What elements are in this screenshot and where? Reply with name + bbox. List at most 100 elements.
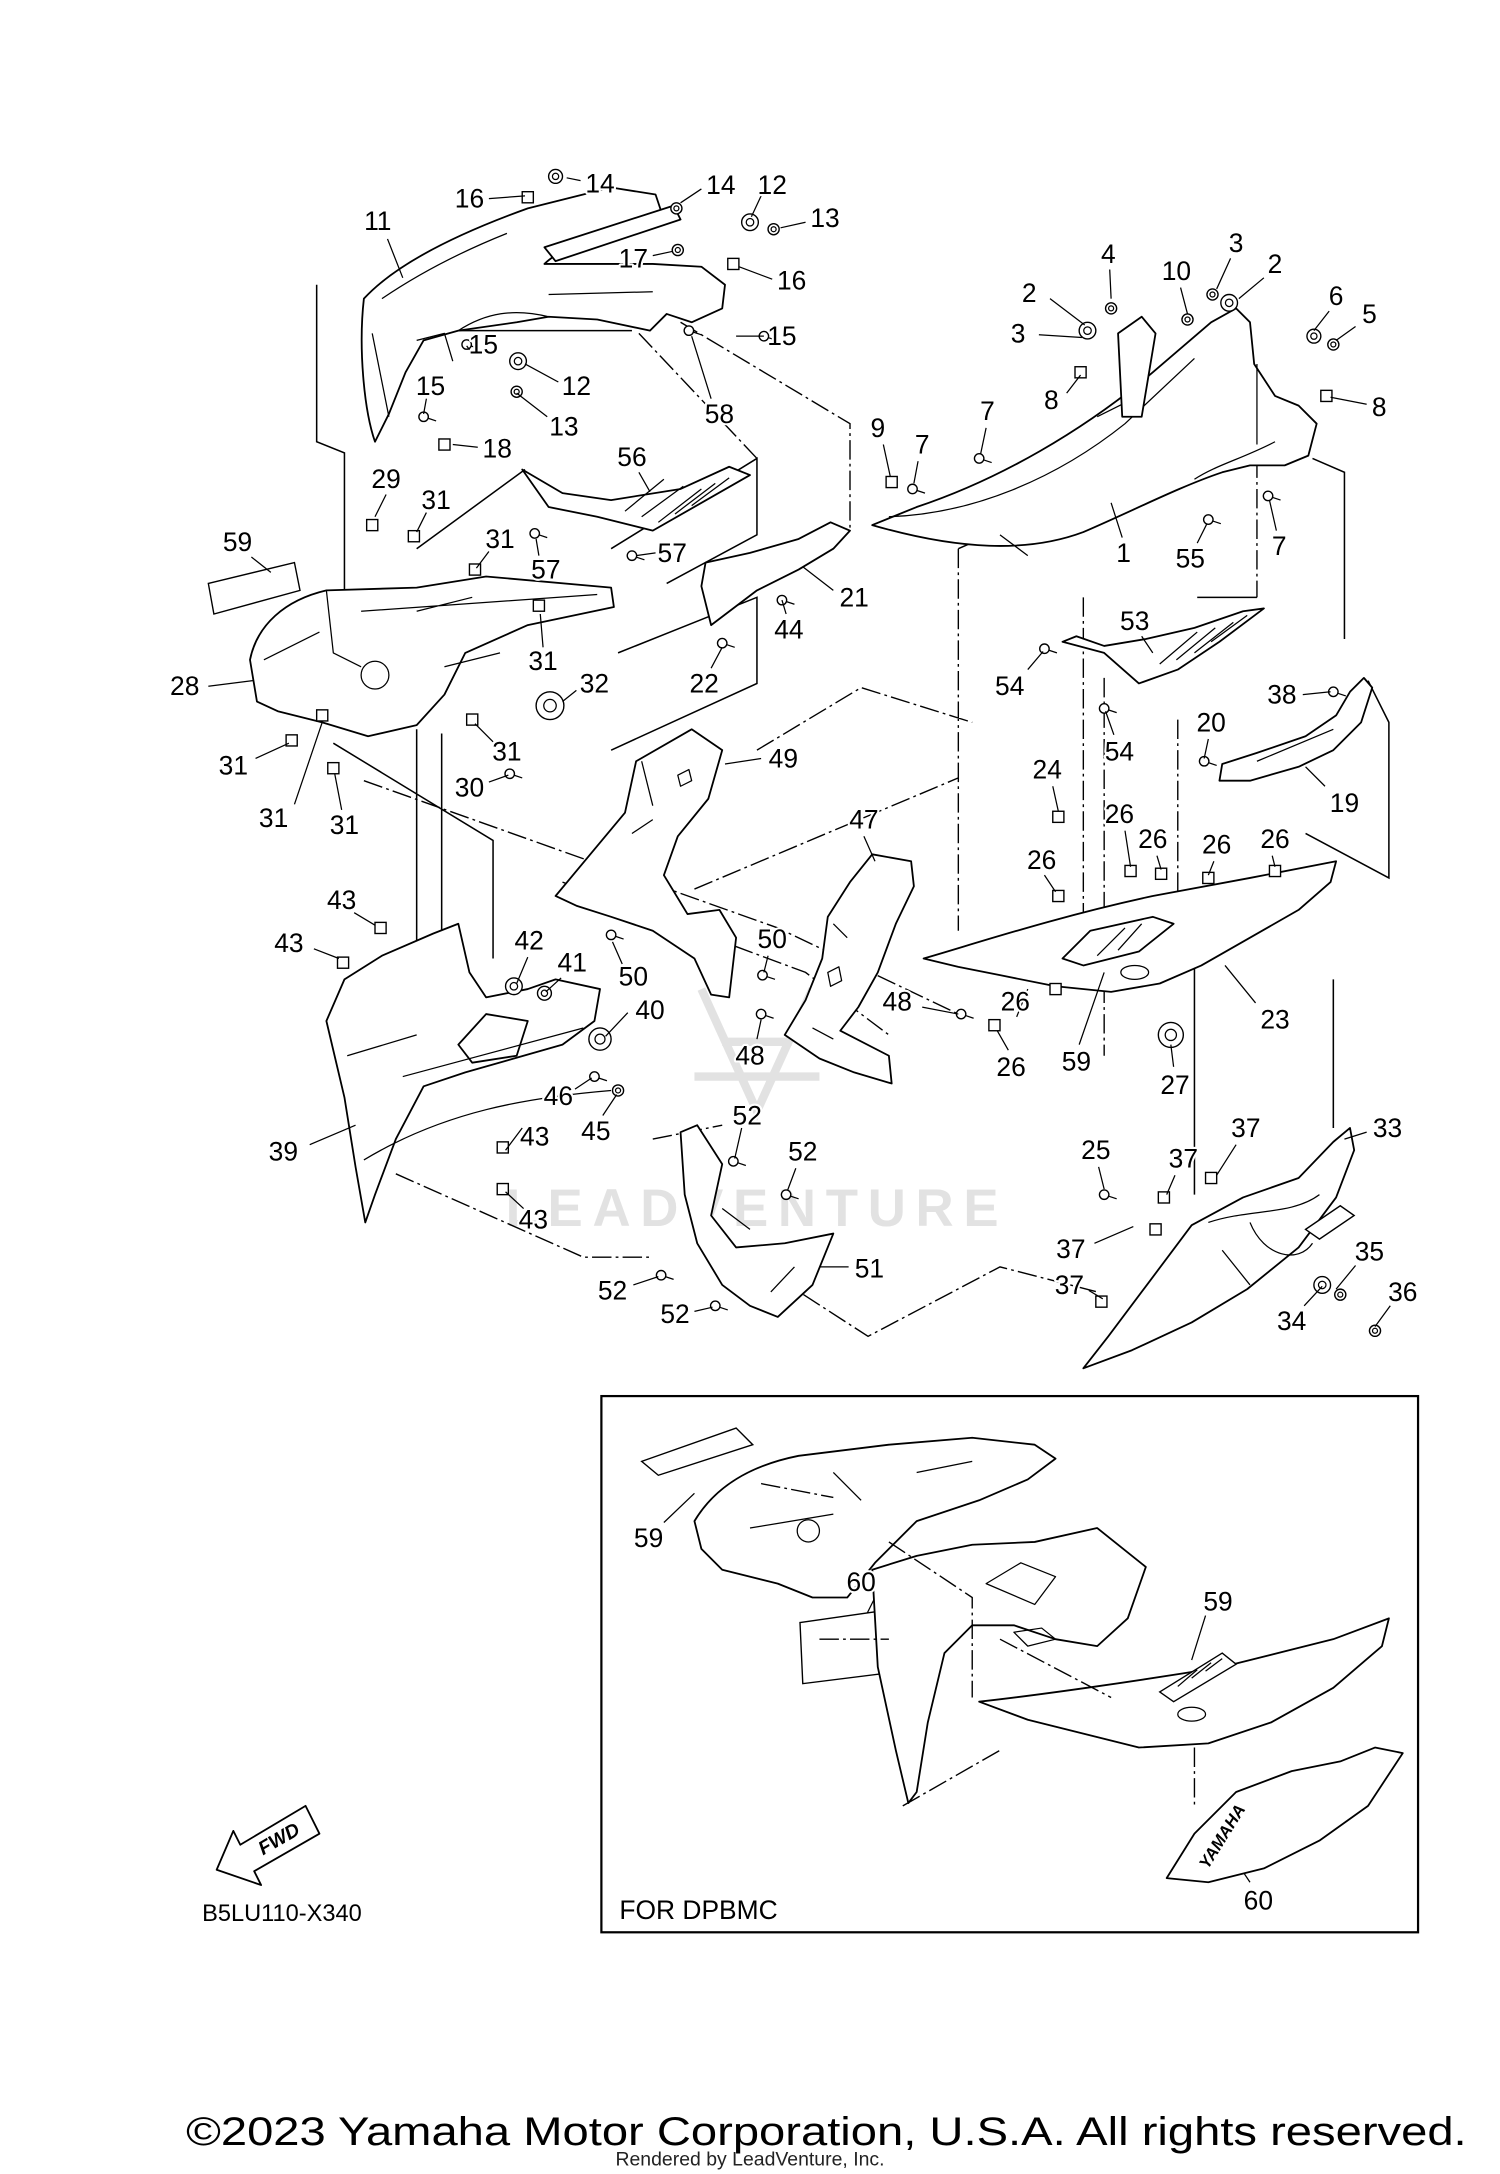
grommet [670,202,683,215]
inset-lower-panel [1165,1746,1404,1884]
callout-number: 37 [1056,1234,1085,1264]
callout-number: 15 [767,321,796,351]
grommet [740,213,760,232]
callout-number: 31 [485,524,514,554]
grommet [504,977,523,996]
callout-number: 16 [777,266,806,296]
clip-nut [468,563,482,576]
callout-number: 59 [1203,1587,1232,1617]
grommet [1157,1021,1185,1049]
screw [709,1300,728,1312]
screw [1098,703,1117,714]
clip-nut [496,1141,510,1154]
callout-number: 56 [617,442,646,472]
upper-right-cowling-contours [888,357,1276,557]
upper-left-cowling-outline [360,186,726,443]
left-inner-panel [554,728,738,999]
clip-nut [327,761,340,775]
clip-nut [1157,1191,1171,1204]
inset-upper-panel [693,1436,1057,1599]
callout-number: 35 [1355,1237,1384,1267]
screw [1327,686,1347,698]
callout-number: 24 [1033,755,1062,785]
callout-number: 9 [870,413,885,443]
callout-number: 5 [1362,299,1377,329]
callout-number: 55 [1176,543,1205,573]
clip-nut [885,475,898,489]
screw [780,1189,799,1201]
callout-number: 15 [469,330,498,360]
rendered-by-notice: Rendered by LeadVenture, Inc. [615,2149,884,2171]
left-inner-front-panel [249,575,615,738]
upper-left-cowling-contours [371,232,653,417]
callout-number: 26 [1138,824,1167,854]
grommet [547,168,564,185]
clip-nut [315,709,329,722]
callout-number: 52 [598,1276,627,1306]
upper-right-bracket [1117,315,1157,418]
screw [605,929,624,941]
clip-nut [1320,389,1333,403]
callout-number: 40 [635,995,664,1025]
clip-nut [521,191,535,204]
lower-left-panel-outline [325,922,601,1224]
callout-number: 26 [1027,845,1056,875]
clip-nut [285,734,298,747]
callout-number: 31 [492,737,521,767]
callout-number: 44 [774,614,803,644]
screw [727,1155,747,1167]
screw [1262,490,1281,502]
inset-panel-hole [796,1519,821,1543]
callout-number: 47 [849,805,878,835]
inset-upper-panel-contours [749,1460,973,1529]
clip-nut [1095,1295,1108,1308]
screw [1098,1189,1117,1201]
callout-number: 57 [658,538,687,568]
watermark: LEADVENTURE [506,987,1009,1238]
callout-number: 2 [1268,249,1283,279]
callout-number: 26 [1202,830,1231,860]
callout-number: 17 [619,243,648,273]
callout-number: 42 [514,925,543,955]
clip-nut [988,1018,1001,1032]
lower-right-panel-outline [1082,1127,1356,1370]
callout-number: 19 [1330,788,1359,818]
clip-nut [438,438,451,451]
callout-number: 43 [274,928,303,958]
callout-number: 59 [223,527,252,557]
callout-number: 8 [1044,385,1059,415]
lower-right-panel-contours [1208,1194,1320,1286]
clip-nut [1204,1171,1218,1185]
callout-number: 59 [1062,1046,1091,1076]
callout-number: 59 [634,1523,663,1553]
callout-number: 20 [1196,707,1225,737]
screw [776,594,795,606]
callout-number: 58 [705,399,734,429]
screw [907,483,926,495]
leader-lines [208,177,1391,1883]
clip-nut [1268,864,1282,878]
callout-number: 52 [660,1299,689,1329]
clip-nut [1049,982,1062,996]
forward-arrow: FWD [215,1804,321,1886]
callout-number: 7 [1272,531,1287,561]
screw [1039,643,1058,655]
callout-number: 28 [170,671,199,701]
side-molding-strip-outline [1218,676,1374,782]
upper-vent-grille-outline [521,465,751,532]
callout-number: 57 [531,555,560,585]
grommet [671,243,685,257]
callout-number: 12 [758,170,787,200]
watermark-text: LEADVENTURE [506,1179,1009,1238]
callout-number: 13 [810,203,839,233]
center-inner-panel-outline [783,853,915,1085]
callout-number: 13 [549,411,578,441]
center-inner-panel [783,853,915,1085]
upper-vent-grille [521,465,751,532]
callout-number: 60 [1244,1885,1273,1915]
callout-number: 14 [585,168,614,198]
callout-number: 8 [1372,392,1387,422]
callout-number: 48 [735,1041,764,1071]
side-molding-strip-line [1256,728,1334,762]
